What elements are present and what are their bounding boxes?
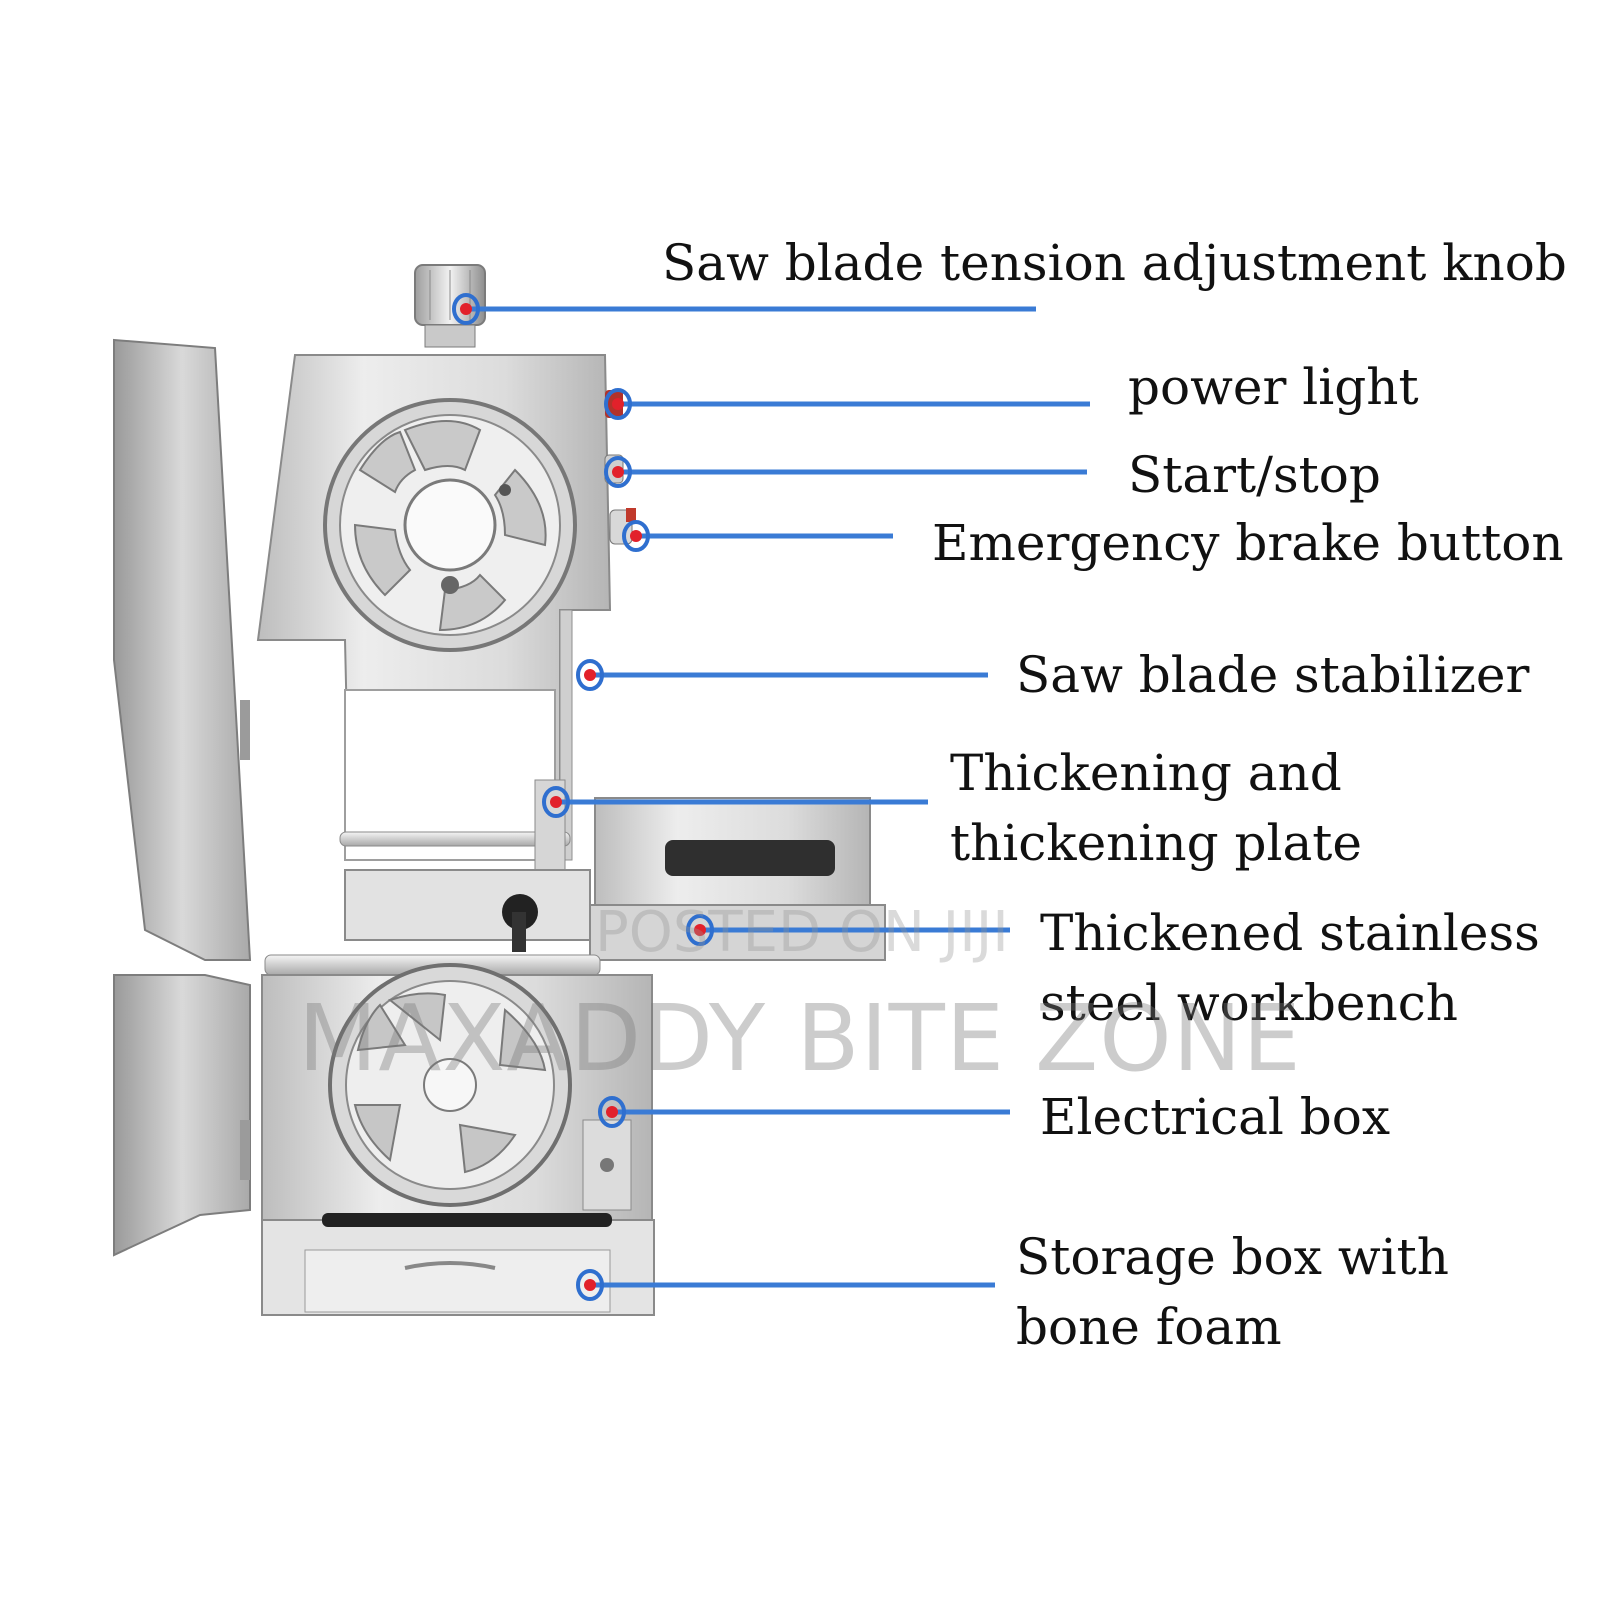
marker-dot-blade-stabilizer	[584, 669, 596, 681]
callout-label-power-light: power light	[1128, 352, 1419, 422]
callout-line-text: Start/stop	[1128, 446, 1381, 504]
callout-label-start-stop: Start/stop	[1128, 440, 1381, 510]
lower-housing	[261, 963, 653, 1221]
marker-dot-power-light	[612, 398, 624, 410]
callout-line-text: Electrical box	[1040, 1088, 1391, 1146]
callout-line-text: thickening plate	[950, 814, 1362, 872]
marker-dot-emergency-brake	[630, 530, 642, 542]
storage-drawer-graphic	[261, 1213, 655, 1316]
callout-label-emergency-brake: Emergency brake button	[932, 508, 1564, 578]
marker-dot-start-stop	[612, 466, 624, 478]
callout-label-workbench: Thickened stainless steel workbench	[1040, 898, 1540, 1038]
marker-dot-workbench	[694, 924, 706, 936]
watermark-brand: MAXADDY BITE ZONE	[298, 985, 1302, 1092]
marker-ring-electrical-box	[598, 1096, 626, 1128]
tension-knob-graphic	[414, 264, 486, 348]
marker-ring-emergency-brake	[622, 520, 650, 552]
marker-dot-thickening-plate	[550, 796, 562, 808]
marker-ring-power-light	[604, 388, 632, 420]
callout-line-text: Thickening and	[950, 744, 1342, 802]
callout-label-storage-box: Storage box with bone foam	[1016, 1222, 1449, 1362]
thickening-plate-graphic	[339, 779, 871, 906]
callout-lines	[452, 293, 1090, 1301]
callout-label-tension-knob: Saw blade tension adjustment knob	[662, 228, 1567, 298]
callout-line-text: bone foam	[1016, 1298, 1282, 1356]
callout-line-text: Thickened stainless	[1040, 904, 1540, 962]
marker-ring-thickening-plate	[542, 786, 570, 818]
callout-line-text: Emergency brake button	[932, 514, 1564, 572]
marker-dot-electrical-box	[606, 1106, 618, 1118]
upper-wheel	[323, 398, 577, 652]
marker-ring-storage-box	[576, 1269, 604, 1301]
marker-dot-storage-box	[584, 1279, 596, 1291]
callout-label-blade-stabilizer: Saw blade stabilizer	[1016, 640, 1529, 710]
callout-line-text: Storage box with	[1016, 1228, 1449, 1286]
marker-ring-tension-knob	[452, 293, 480, 325]
marker-ring-blade-stabilizer	[576, 659, 604, 691]
callout-line-text: power light	[1128, 358, 1419, 416]
callout-line-text: steel workbench	[1040, 974, 1458, 1032]
marker-ring-workbench	[686, 914, 714, 946]
callout-label-thickening-plate: Thickening and thickening plate	[950, 738, 1362, 878]
marker-ring-start-stop	[604, 456, 632, 488]
callout-label-electrical-box: Electrical box	[1040, 1082, 1390, 1152]
callout-line-text: Saw blade stabilizer	[1016, 646, 1530, 704]
marker-dot-tension-knob	[460, 303, 472, 315]
callout-line-text: Saw blade tension adjustment knob	[662, 234, 1567, 292]
watermark-posted: POSTED ON JIJI	[595, 900, 1009, 965]
side-door	[113, 338, 252, 1257]
